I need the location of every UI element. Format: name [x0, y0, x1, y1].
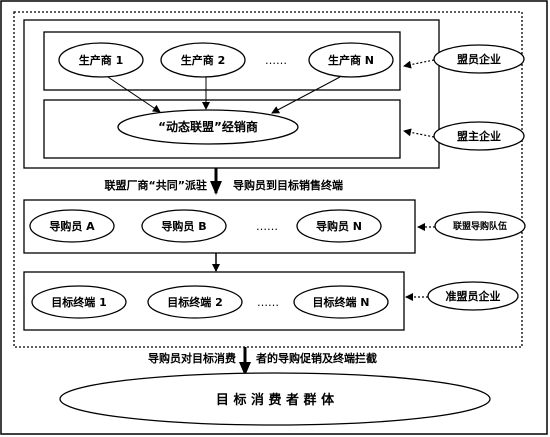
- guide-a-label: 导购员 A: [49, 219, 95, 233]
- consumers-label: 目 标 消 费 者 群 体: [216, 392, 335, 408]
- promotion-text-left: 导购员对目标消费: [148, 351, 236, 365]
- member-enterprise-label: 盟员企业: [457, 52, 501, 66]
- member-enterprise-node: [433, 44, 525, 74]
- leader-enterprise-node: [433, 121, 525, 151]
- member-enterprise-connector: [403, 59, 435, 69]
- terminal-2-label: 目标终端 2: [167, 295, 222, 309]
- guide-a-node: [29, 209, 115, 243]
- guide-ellipsis: ……: [256, 220, 278, 233]
- guide-n-label: 导购员 N: [316, 219, 362, 233]
- producer-1-label: 生产商 1: [79, 53, 123, 67]
- alliance-team-label: 联盟导购队伍: [453, 220, 507, 232]
- consumers-node: [59, 372, 491, 426]
- terminal-n-label: 目标终端 N: [312, 295, 369, 309]
- terminal-ellipsis: ……: [257, 296, 279, 309]
- promotion-text-right: 者的导购促销及终端拦截: [255, 351, 377, 365]
- terminal-2-node: [147, 285, 243, 319]
- distributor-label: “动态联盟”经销商: [158, 119, 258, 134]
- guide-n-node: [296, 209, 382, 243]
- guides-box: [23, 199, 416, 254]
- producers-box: [43, 31, 401, 91]
- distributor-box: [43, 99, 401, 159]
- quasi-member-label: 准盟员企业: [446, 289, 501, 303]
- terminal-n-node: [293, 285, 389, 319]
- dispatch-text-right: 导购员到目标销售终端: [233, 178, 343, 192]
- distributor-node: [117, 109, 299, 145]
- terminal-1-label: 目标终端 1: [51, 295, 106, 309]
- arrow-producer-1: [107, 76, 161, 113]
- leader-enterprise-connector: [403, 128, 435, 138]
- terminal-1-node: [31, 285, 127, 319]
- guide-b-node: [141, 209, 227, 243]
- alliance-team-node: [434, 211, 526, 241]
- arrow-producer-n: [271, 76, 341, 114]
- dispatch-text-left: 联盟厂商“共同”派驻: [105, 178, 207, 192]
- quasi-member-node: [427, 281, 519, 311]
- top-group-box: [23, 19, 440, 169]
- producer-2-label: 生产商 2: [181, 53, 225, 67]
- alliance-enclosure: [13, 11, 523, 348]
- producer-ellipsis: ……: [265, 54, 287, 67]
- leader-enterprise-label: 盟主企业: [457, 129, 501, 143]
- guide-b-label: 导购员 B: [161, 219, 206, 233]
- producer-n-node: [308, 42, 394, 78]
- terminals-box: [23, 271, 405, 331]
- producer-n-label: 生产商 N: [328, 53, 374, 67]
- producer-1-node: [58, 42, 144, 78]
- producer-2-node: [160, 42, 246, 78]
